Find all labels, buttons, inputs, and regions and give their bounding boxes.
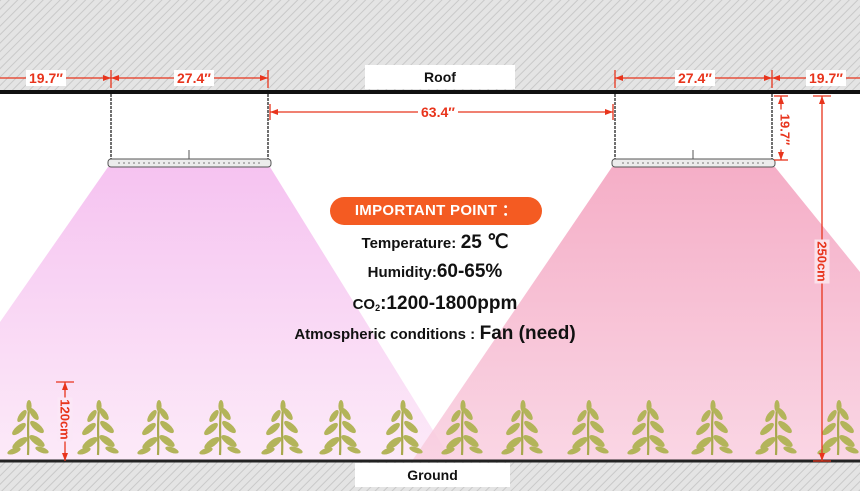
- humidity-label: Humidity:: [367, 264, 437, 281]
- co2-value: :1200-1800ppm: [380, 293, 518, 314]
- left-light-span-label: 27.4″: [174, 70, 214, 86]
- atmospheric-line: Atmospheric conditions : Fan (need): [250, 323, 620, 345]
- co2-label: CO: [352, 296, 376, 313]
- atmospheric-value: Fan (need): [479, 323, 576, 344]
- left-light-beam: [0, 167, 452, 461]
- temperature-line: Temperature: 25 ℃: [300, 231, 570, 254]
- hanging-drop-label: 19.7″: [777, 109, 793, 150]
- roof-label: Roof: [365, 65, 515, 89]
- right-light-fixture: [611, 150, 776, 168]
- left-edge-offset-label: 19.7″: [26, 70, 66, 86]
- light-to-ground-label: 250cm: [814, 239, 830, 284]
- left-light-fixture: [107, 150, 272, 168]
- ground-label: Ground: [355, 463, 510, 487]
- hanging-cables: [110, 94, 773, 160]
- light-gap-label: 63.4″: [418, 104, 458, 120]
- dimension-arrows: [62, 75, 825, 461]
- co2-subscript: 2: [375, 303, 381, 313]
- right-edge-offset-label: 19.7″: [806, 70, 846, 86]
- co2-line: CO2:1200-1800ppm: [300, 293, 570, 315]
- plant-height-label: 120cm: [57, 397, 73, 442]
- temperature-label: Temperature:: [361, 235, 457, 252]
- important-point-badge: IMPORTANT POINT ：: [330, 197, 542, 225]
- temperature-value: 25 ℃: [460, 232, 509, 253]
- humidity-line: Humidity:60-65%: [300, 261, 570, 283]
- right-light-beam: [412, 167, 860, 461]
- right-light-span-label: 27.4″: [675, 70, 715, 86]
- humidity-value: 60-65%: [436, 261, 503, 282]
- atmospheric-label: Atmospheric conditions :: [294, 326, 476, 343]
